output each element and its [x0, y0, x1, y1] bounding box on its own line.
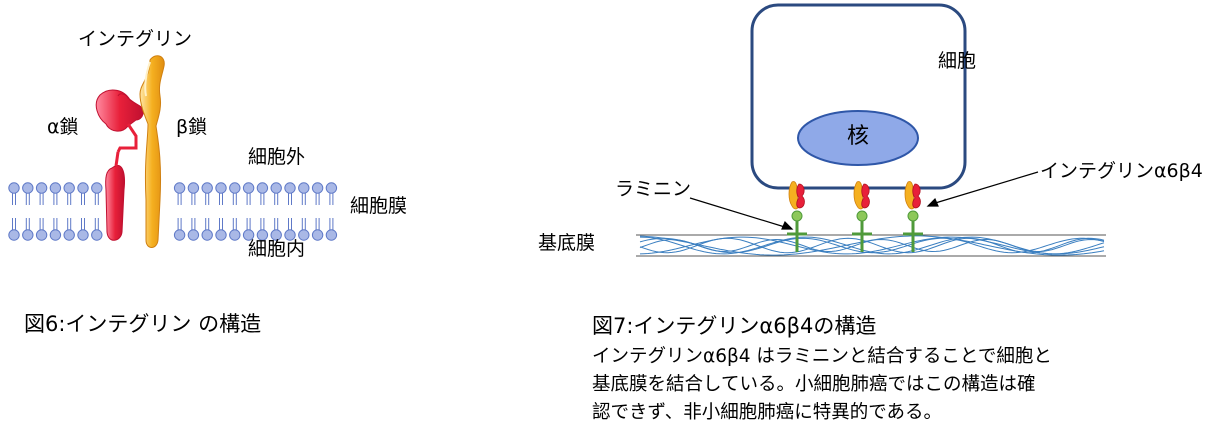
- fig7-diagram: [636, 3, 1106, 257]
- basement-membrane: [636, 234, 1106, 257]
- label-cell-membrane: 細胞膜: [350, 195, 408, 217]
- label-integrin: インテグリン: [78, 28, 193, 50]
- alpha-chain: [95, 89, 144, 241]
- integrin-a6b4-complex: [788, 181, 805, 210]
- lipid-molecule: [256, 182, 269, 241]
- lipid-molecule: [49, 182, 62, 241]
- nucleus: [797, 110, 919, 166]
- lipid-molecule: [215, 182, 227, 241]
- lipid-molecule: [187, 182, 200, 241]
- collagen-fiber: [639, 237, 1105, 254]
- lipid-molecule: [77, 182, 89, 241]
- lipid-molecule: [325, 182, 338, 241]
- lipid-molecule: [242, 182, 255, 241]
- lipid-molecule: [311, 182, 324, 241]
- laminin: [787, 210, 807, 252]
- fig6-caption: 図6:インテグリン の構造: [24, 312, 262, 336]
- fig7-description-line-1: インテグリンα6β4 はラミニンと結合することで細胞と: [592, 346, 1052, 367]
- lipid-molecule: [91, 182, 103, 241]
- label-alpha-chain: α鎖: [47, 116, 79, 138]
- label-extracellular: 細胞外: [248, 146, 306, 168]
- lipid-molecule: [201, 182, 213, 241]
- lipid-molecule: [298, 182, 310, 241]
- label-cell: 細胞: [938, 50, 977, 72]
- label-integrin-a6b4: インテグリンα6β4: [1040, 160, 1203, 182]
- pointer-arrows: [689, 171, 1039, 230]
- fig6-diagram: [8, 55, 338, 248]
- fig7-description-line-3: 認できず、非小細胞肺癌に特異的である。: [592, 402, 943, 423]
- collagen-fiber: [639, 236, 1105, 255]
- lipid-molecule: [229, 182, 241, 241]
- lipid-molecule: [35, 182, 48, 241]
- integrin-a6b4-complex: [853, 181, 870, 210]
- lipid-molecule: [8, 182, 20, 241]
- lipid-molecule: [284, 182, 296, 241]
- label-intracellular: 細胞内: [248, 238, 306, 260]
- lipid-molecule: [22, 182, 34, 241]
- fig7-description-line-2: 基底膜を結合している。小細胞肺癌ではこの構造は確: [592, 374, 1036, 395]
- integrin-a6b4-complex: [904, 181, 921, 210]
- lipid-bilayer: [8, 182, 338, 241]
- lipid-molecule: [63, 182, 75, 241]
- label-beta-chain: β鎖: [176, 116, 208, 138]
- label-basement-membrane: 基底膜: [538, 232, 596, 254]
- laminin: [852, 210, 872, 252]
- lipid-molecule: [173, 182, 186, 241]
- lipid-molecule: [270, 182, 282, 241]
- label-laminin: ラミニン: [615, 178, 692, 200]
- laminin: [903, 210, 923, 252]
- beta-chain: [139, 55, 165, 248]
- fig7-caption: 図7:インテグリンα6β4の構造: [592, 314, 877, 338]
- label-nucleus: 核: [847, 124, 870, 149]
